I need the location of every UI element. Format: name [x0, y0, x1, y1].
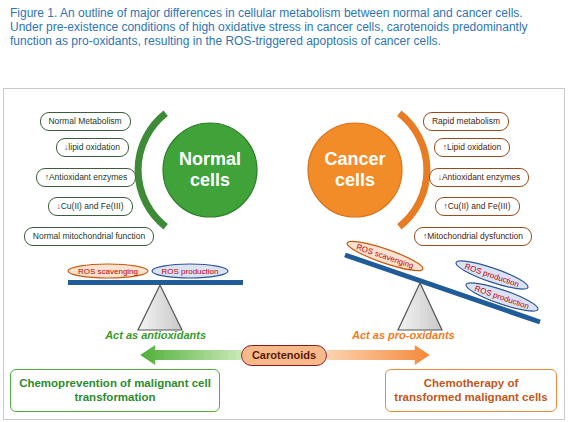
- feature-pill: ↓Antioxidant enzymes: [429, 168, 529, 187]
- figure-caption: Figure 1. An outline of major difference…: [10, 6, 558, 48]
- feature-pill: ↑Lipid oxidation: [434, 138, 510, 157]
- node-text: ↓lipid oxidation: [64, 142, 120, 152]
- arrow-label: Act as pro-oxidants: [352, 329, 455, 341]
- feature-pill: ↑Mitochondrial dysfunction: [414, 227, 532, 246]
- shape-fill: [68, 264, 148, 278]
- ros-ellipse: ROS scavenging: [67, 263, 149, 279]
- node-text: ↑Cu(II) and Fe(III): [443, 201, 510, 211]
- normal-arc: [138, 113, 166, 226]
- balance-fulcrum: [138, 285, 182, 330]
- feature-pill: ↑Antioxidant enzymes: [36, 168, 136, 187]
- shape-fill: [345, 236, 425, 275]
- node-text: Normal mitochondrial function: [33, 231, 145, 241]
- node-text: ROS scavenging: [355, 242, 415, 270]
- shape-fill: [308, 123, 402, 217]
- node-text: ↑Mitochondrial dysfunction: [423, 231, 523, 241]
- node-text: Carotenoids: [252, 349, 316, 361]
- cancer-arc: [399, 113, 427, 226]
- feature-pill: Normal mitochondrial function: [24, 227, 154, 246]
- shape-fill: [152, 264, 228, 278]
- node-text: ↑Antioxidant enzymes: [45, 172, 128, 182]
- tilted-beam: [345, 255, 540, 322]
- feature-pill: ↓lipid oxidation: [56, 138, 129, 157]
- feature-pill: ↓Cu(II) and Fe(III): [48, 197, 133, 216]
- shape-fill: [163, 123, 257, 217]
- node-text: ROS scavenging: [78, 267, 138, 276]
- panel-border: [4, 89, 565, 420]
- node-text: Normal cells: [171, 149, 249, 191]
- node-text: Normal Metabolism: [48, 116, 121, 126]
- feature-pill: Rapid metabolism: [423, 112, 509, 131]
- node-text: Cancer cells: [316, 149, 394, 191]
- node-text: ↓Antioxidant enzymes: [438, 172, 521, 182]
- ros-ellipse: ROS production: [151, 263, 229, 279]
- outcome-box: Chemoprevention of malignant cell transf…: [10, 369, 220, 412]
- cell-circle: Normal cells: [162, 122, 258, 218]
- feature-pill: Normal Metabolism: [40, 112, 131, 131]
- node-text: ROS production: [162, 267, 219, 276]
- node-text: ↓Cu(II) and Fe(III): [56, 201, 123, 211]
- block-arrow: [140, 345, 241, 365]
- arrow-label: Act as antioxidants: [105, 329, 206, 341]
- node-text: Rapid metabolism: [432, 116, 500, 126]
- block-arrow: [327, 345, 430, 365]
- outcome-box: Chemotherapy of transformed malignant ce…: [385, 369, 557, 412]
- shape-fill: [464, 278, 540, 316]
- cell-circle: Cancer cells: [307, 122, 403, 218]
- feature-pill: ↑Cu(II) and Fe(III): [435, 197, 520, 216]
- node-text: Chemoprevention of malignant cell transf…: [17, 376, 213, 404]
- carotenoid-pill: Carotenoids: [241, 345, 327, 366]
- node-text: ↑Lipid oxidation: [443, 142, 502, 152]
- node-text: Chemotherapy of transformed malignant ce…: [392, 376, 550, 404]
- balance-fulcrum: [398, 283, 442, 330]
- balance-beam: [68, 280, 243, 285]
